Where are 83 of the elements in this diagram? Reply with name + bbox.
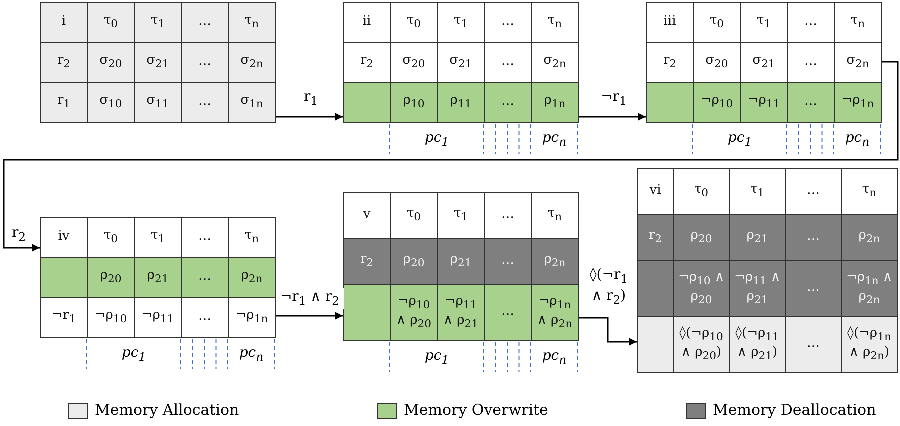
table-cell: ¬ρ$_{1n}$ ∧ ρ$_{2n}$: [531, 284, 579, 341]
table-cell: …: [785, 316, 842, 373]
position-label: pc$_{n}$: [238, 345, 265, 364]
memory-table: [40, 217, 275, 337]
table-cell: …: [484, 238, 532, 285]
arrow: [578, 113, 646, 121]
memory-table: [343, 192, 578, 340]
table-cell: …: [484, 82, 532, 123]
position-label: pc$_{n}$: [541, 130, 568, 149]
table-cell: ρ$_{2n}$: [841, 214, 898, 261]
table-cell: iii: [646, 2, 694, 43]
position-label: pc$_{1}$: [120, 345, 148, 364]
table-cell: ¬ρ$_{1n}$ ∧ ρ$_{2n}$: [841, 260, 898, 317]
table-cell: ρ$_{20}$: [390, 238, 438, 285]
table-cell: τ$_{n}$: [531, 2, 579, 43]
table-cell: r$_{1}$: [40, 82, 88, 123]
table-cell: ρ$_{20}$: [673, 214, 730, 261]
position-label: pc$_{1}$: [424, 130, 450, 149]
table-cell: τ$_{n}$: [841, 168, 898, 215]
table-cell: ¬r$_{1}$: [40, 297, 88, 338]
arrow: [275, 312, 343, 320]
table-cell: …: [181, 42, 229, 83]
position-label: pc$_{n}$: [844, 130, 871, 149]
table-cell: τ$_{0}$: [87, 2, 135, 43]
table-cell: τ$_{n}$: [228, 217, 276, 258]
table-cell: …: [787, 82, 835, 123]
table-cell: ρ$_{20}$: [87, 257, 135, 298]
table-cell: ρ$_{21}$: [134, 257, 182, 298]
table-cell: ρ$_{1n}$: [531, 82, 579, 123]
table-cell: ρ$_{2n}$: [228, 257, 276, 298]
legend-text: Memory Allocation: [95, 401, 240, 419]
table-cell: σ$_{1n}$: [228, 82, 276, 123]
table-cell: r$_{2}$: [637, 214, 674, 261]
position-label: pc$_{1}$: [726, 130, 754, 149]
table-cell: ¬ρ$_{11}$ ∧ ρ$_{21}$: [437, 284, 485, 341]
table-cell: ρ$_{2n}$: [531, 238, 579, 285]
table-cell: …: [181, 82, 229, 123]
table-cell: v: [343, 192, 391, 239]
table-cell: ρ$_{21}$: [437, 238, 485, 285]
table-cell: ρ$_{11}$: [437, 82, 485, 123]
memory-table: [343, 2, 578, 122]
table-cell: ¬ρ$_{10}$ ∧ ρ$_{20}$: [390, 284, 438, 341]
table-cell: r$_{2}$: [343, 238, 391, 285]
position-label: pc$_{1}$: [424, 348, 450, 367]
table-cell: ◊(¬ρ$_{1n}$ ∧ ρ$_{2n}$): [841, 316, 898, 373]
table-cell: ρ$_{21}$: [729, 214, 786, 261]
table-cell: …: [181, 257, 229, 298]
table-cell: σ$_{2n}$: [228, 42, 276, 83]
table-cell: ii: [343, 2, 391, 43]
memory-table: [40, 2, 275, 122]
table-cell: iv: [40, 217, 88, 258]
table-cell: τ$_{n}$: [531, 192, 579, 239]
memory-table: [646, 2, 881, 122]
table-cell: …: [785, 214, 842, 261]
table-cell: ¬ρ$_{1n}$: [834, 82, 882, 123]
table-cell: ¬ρ$_{11}$ ∧ ρ$_{21}$: [729, 260, 786, 317]
table-cell: σ$_{20}$: [87, 42, 135, 83]
table-cell: ρ$_{10}$: [390, 82, 438, 123]
table-cell: ¬ρ$_{10}$ ∧ ρ$_{20}$: [673, 260, 730, 317]
table-cell: σ$_{11}$: [134, 82, 182, 123]
table-cell: …: [484, 284, 532, 341]
table-cell: τ$_{n}$: [228, 2, 276, 43]
table-cell: i: [40, 2, 88, 43]
table-cell: ◊(¬ρ$_{11}$ ∧ ρ$_{21}$): [729, 316, 786, 373]
position-label: pc$_{n}$: [541, 348, 568, 367]
table-cell: σ$_{21}$: [134, 42, 182, 83]
arrow: [3, 61, 899, 252]
table-cell: vi: [637, 168, 674, 215]
table-cell: r$_{2}$: [40, 42, 88, 83]
arrow: [275, 113, 343, 121]
table-cell: τ$_{1}$: [134, 2, 182, 43]
arrow: [578, 317, 637, 346]
legend-text: Memory Overwrite: [404, 401, 548, 419]
table-cell: ◊(¬ρ$_{10}$ ∧ ρ$_{20}$): [673, 316, 730, 373]
table-cell: σ$_{10}$: [87, 82, 135, 123]
table-cell: ¬ρ$_{1n}$: [228, 297, 276, 338]
table-cell: ¬ρ$_{10}$: [693, 82, 741, 123]
table-cell: ¬ρ$_{11}$: [740, 82, 788, 123]
memory-table: [637, 168, 897, 372]
table-cell: …: [785, 260, 842, 317]
table-cell: …: [181, 2, 229, 43]
table-cell: τ$_{n}$: [834, 2, 882, 43]
legend-text: Memory Deallocation: [713, 401, 876, 419]
